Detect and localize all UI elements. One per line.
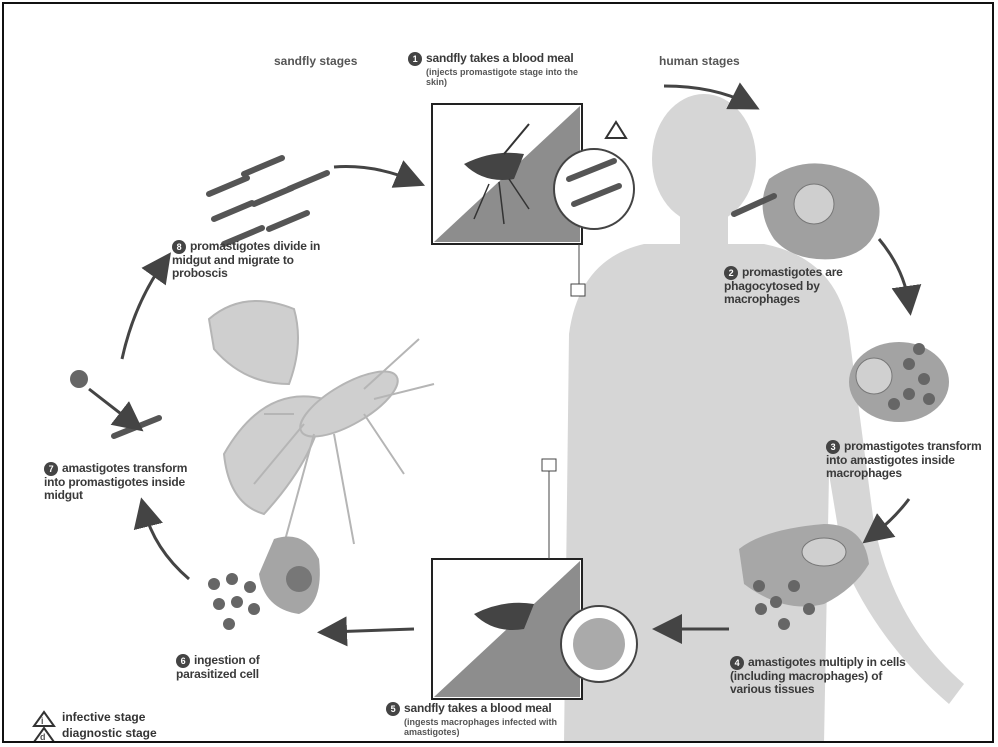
stage6-number: 6 [176,654,190,668]
stage1-number: 1 [408,52,422,66]
sandfly-stages-heading: sandfly stages [274,54,357,68]
amastigote-transform-stage7 [70,370,159,436]
legend-diagnostic-symbol: d [40,732,46,742]
stage2-number: 2 [724,266,738,280]
promastigote-cluster [209,158,327,244]
legend-diagnostic: diagnostic stage [62,726,157,740]
macrophage-stage3 [849,342,949,422]
diagram-graphics [4,4,994,743]
infective-stage-icon [606,122,626,138]
stage4-number: 4 [730,656,744,670]
stage5-number: 5 [386,702,400,716]
background-sandfly [209,301,434,544]
stage8-number: 8 [172,240,186,254]
stage3-number: 3 [826,440,840,454]
human-stages-heading: human stages [659,54,740,68]
legend-infective: infective stage [62,710,145,724]
stage1-sublabel: (injects promastigote stage into the ski… [426,67,586,87]
legend-infective-symbol: i [41,716,44,726]
stage5-sublabel: (ingests macrophages infected with amast… [404,717,584,737]
parasitized-cell-stage6 [208,537,320,631]
stage7-number: 7 [44,462,58,476]
